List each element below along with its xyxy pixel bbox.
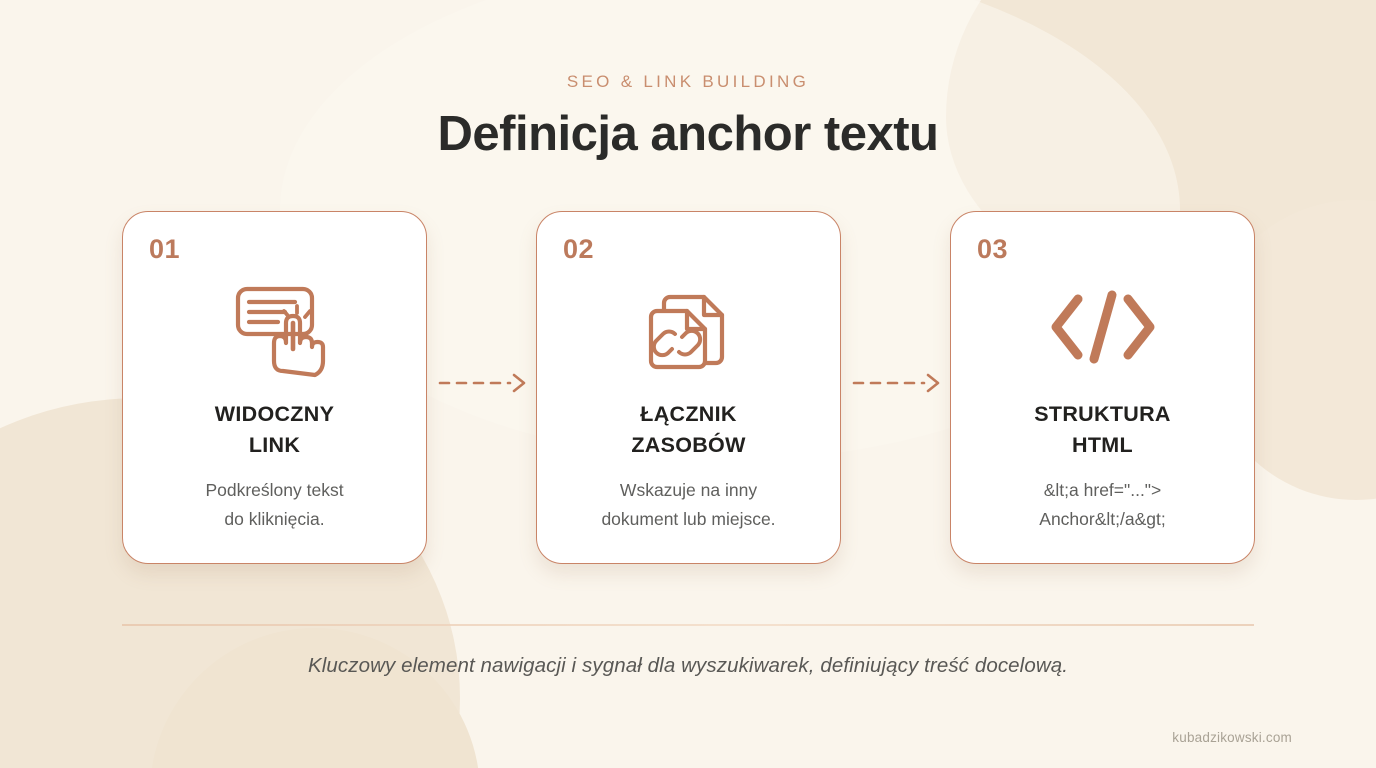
card-number: 01 [149,234,181,264]
card-desc-line-1: &lt;a href="..."> [1043,480,1162,500]
card-title-line-2: HTML [1072,433,1133,458]
click-cursor-on-text-icon [123,268,426,386]
card-title-line-2: LINK [248,433,301,458]
card-step-02[interactable]: 02 ŁĄCZNIK ZASOBÓW Wskazuje na [536,211,841,564]
card-title-line-2: ZASOBÓW [631,433,746,458]
card-title-line-1: WIDOCZNY [214,402,335,426]
page-title: Definicja anchor textu [437,107,939,161]
dashed-arrow-1 [438,371,538,395]
cards-row: 01 WIDOCZNY LINK [122,211,1255,564]
card-desc-line-2: do kliknięcia. [224,509,325,530]
documents-chain-link-icon [537,268,840,386]
card-title: ŁĄCZNIK ZASOBÓW [537,399,840,461]
card-description: Wskazuje na inny dokument lub miejsce. [537,476,840,534]
footnote-text: Kluczowy element nawigacji i sygnał dla … [307,654,1069,677]
header: SEO & LINK BUILDING Definicja anchor tex… [0,0,1376,162]
card-description: Podkreślony tekst do kliknięcia. [123,476,426,534]
card-desc-line-2: dokument lub miejsce. [601,509,776,530]
card-step-03[interactable]: 03 STRUKTURA HTML &lt;a href="..."> Anch… [950,211,1255,564]
dashed-arrow-2 [852,371,952,395]
card-desc-line-2: Anchor&lt;/a&gt; [1039,509,1166,530]
card-number: 03 [977,234,1009,264]
card-title-line-1: STRUKTURA [1034,402,1171,426]
eyebrow-label: SEO & LINK BUILDING [566,72,810,91]
card-description: &lt;a href="..."> Anchor&lt;/a&gt; [951,476,1254,534]
card-title: STRUKTURA HTML [951,399,1254,461]
card-number: 02 [563,234,595,264]
code-brackets-icon [951,268,1254,386]
card-desc-line-1: Wskazuje na inny [619,480,758,500]
section-divider [122,624,1254,626]
watermark: kubadzikowski.com [1172,730,1292,745]
card-desc-line-1: Podkreślony tekst [205,480,344,500]
card-step-01[interactable]: 01 WIDOCZNY LINK [122,211,427,564]
card-title: WIDOCZNY LINK [123,399,426,461]
card-title-line-1: ŁĄCZNIK [640,402,737,426]
